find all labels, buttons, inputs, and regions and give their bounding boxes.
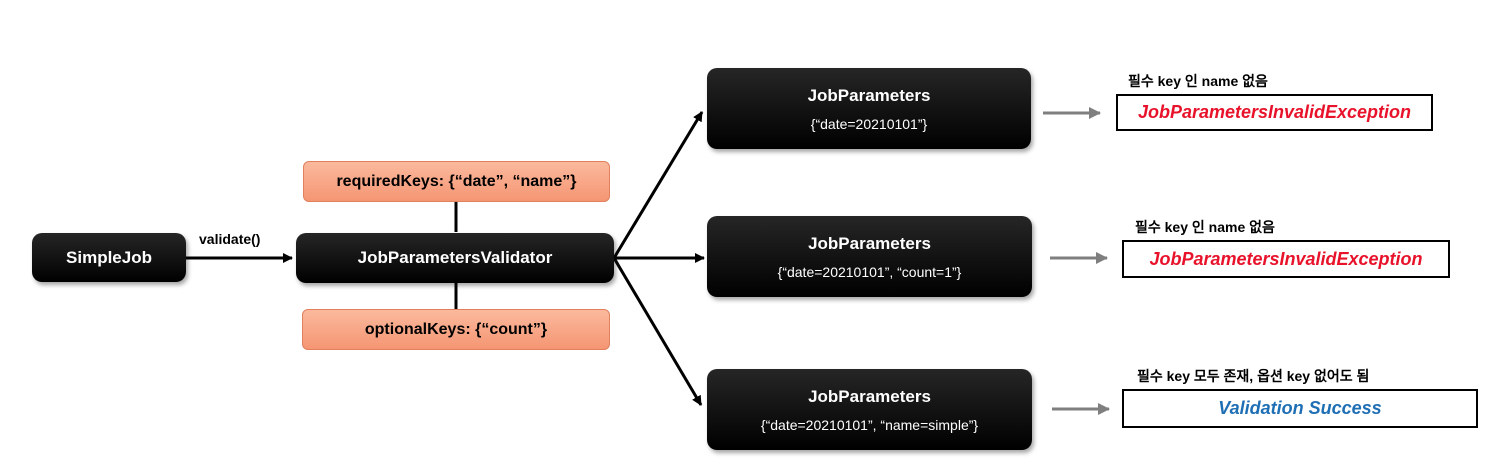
- optional-keys-label: optionalKeys: {“count”}: [364, 320, 548, 338]
- result-box-3: Validation Success: [1122, 389, 1478, 428]
- required-keys-label: requiredKeys: {“date”, “name”}: [336, 172, 577, 190]
- arrow-validator-to-params-3: [612, 257, 703, 406]
- simple-job-label: SimpleJob: [66, 247, 152, 267]
- case-note-2: 필수 key 인 name 없음: [1135, 219, 1275, 235]
- job-parameters-values-3: {“date=20210101”, “name=simple”}: [760, 416, 979, 433]
- optional-keys-box: optionalKeys: {“count”}: [302, 309, 610, 350]
- result-label-3: Validation Success: [1218, 398, 1382, 418]
- job-parameters-values-1: {“date=20210101”}: [810, 115, 928, 132]
- job-parameters-box-2: JobParameters {“date=20210101”, “count=1…: [707, 216, 1032, 297]
- required-keys-box: requiredKeys: {“date”, “name”}: [303, 161, 610, 202]
- simple-job-box: SimpleJob: [32, 233, 186, 282]
- result-box-1: JobParametersInvalidException: [1116, 94, 1433, 131]
- job-parameters-box-1: JobParameters {“date=20210101”}: [707, 68, 1031, 149]
- job-parameters-title-1: JobParameters: [807, 85, 931, 105]
- job-parameters-title-2: JobParameters: [808, 233, 931, 253]
- validator-label: JobParametersValidator: [357, 248, 553, 267]
- job-parameters-values-2: {“date=20210101”, “count=1”}: [777, 263, 962, 280]
- validate-label: validate(): [199, 231, 261, 247]
- case-note-1: 필수 key 인 name 없음: [1128, 73, 1268, 89]
- result-box-2: JobParametersInvalidException: [1122, 240, 1450, 278]
- result-label-2: JobParametersInvalidException: [1149, 248, 1423, 269]
- case-note-3: 필수 key 모두 존재, 옵션 key 없어도 됨: [1137, 368, 1370, 384]
- validator-box: JobParametersValidator: [296, 233, 614, 283]
- job-parameters-box-3: JobParameters {“date=20210101”, “name=si…: [707, 369, 1032, 450]
- job-parameters-title-3: JobParameters: [808, 386, 931, 406]
- arrow-validator-to-params-1: [612, 111, 704, 259]
- result-label-1: JobParametersInvalidException: [1137, 102, 1412, 122]
